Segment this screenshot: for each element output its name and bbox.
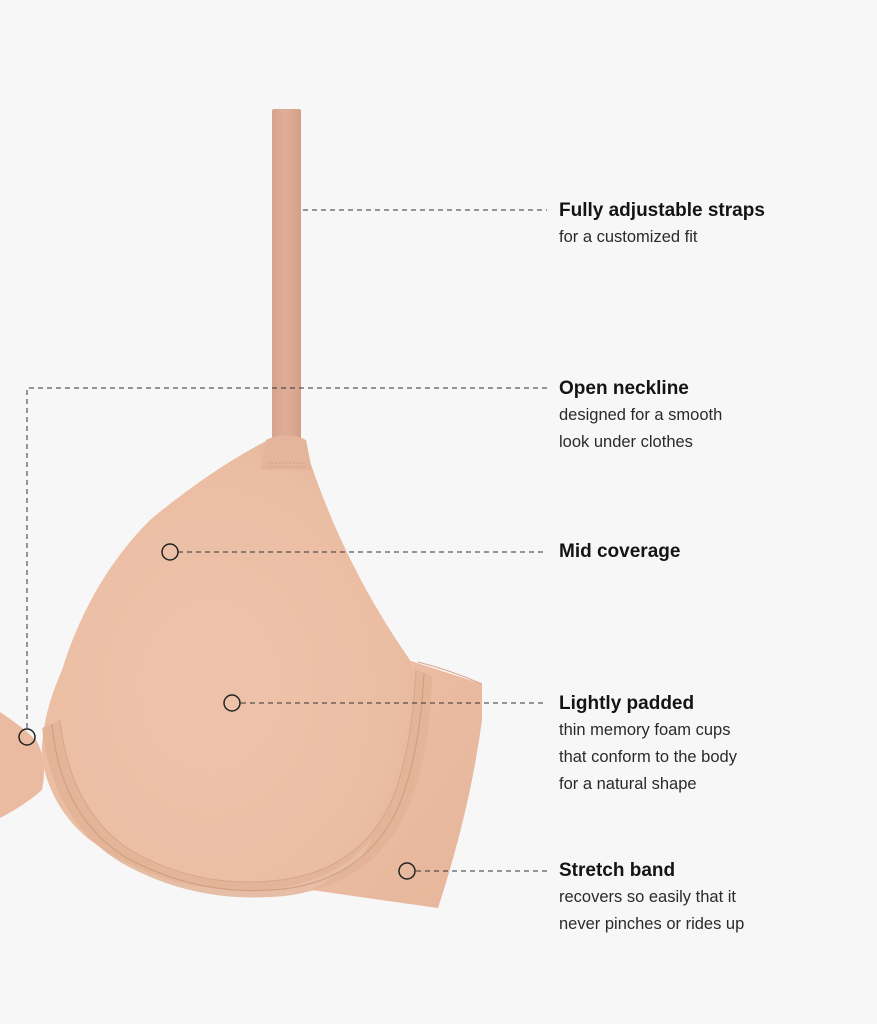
left-cup-edge — [0, 712, 44, 818]
callout-neckline: Open neckline designed for a smooth look… — [559, 376, 859, 456]
callout-title: Lightly padded — [559, 693, 695, 714]
callout-text: that conform to the body — [559, 748, 737, 766]
callout-title: Stretch band — [559, 860, 676, 881]
strap-connector — [260, 435, 312, 470]
marker-neckline — [18, 728, 36, 746]
callout-coverage: Mid coverage — [559, 539, 859, 565]
callout-band: Stretch band recovers so easily that it … — [559, 858, 859, 938]
callout-text: for a customized fit — [559, 228, 698, 246]
strap — [272, 109, 301, 449]
callout-text: look under clothes — [559, 433, 693, 451]
callout-text: designed for a smooth — [559, 406, 723, 424]
callout-text: recovers so easily that it — [559, 888, 736, 906]
callout-title: Open neckline — [559, 378, 689, 399]
callout-straps: Fully adjustable straps for a customized… — [559, 198, 859, 251]
marker-coverage — [161, 543, 179, 561]
leader-neckline — [26, 387, 547, 728]
callout-text: for a natural shape — [559, 775, 697, 793]
callout-text: thin memory foam cups — [559, 721, 731, 739]
marker-padded — [223, 694, 241, 712]
marker-band — [398, 862, 416, 880]
callout-padded: Lightly padded thin memory foam cups tha… — [559, 691, 859, 798]
cup — [41, 436, 416, 891]
callout-text: never pinches or rides up — [559, 915, 745, 933]
callout-title: Fully adjustable straps — [559, 200, 765, 221]
callout-title: Mid coverage — [559, 541, 681, 562]
